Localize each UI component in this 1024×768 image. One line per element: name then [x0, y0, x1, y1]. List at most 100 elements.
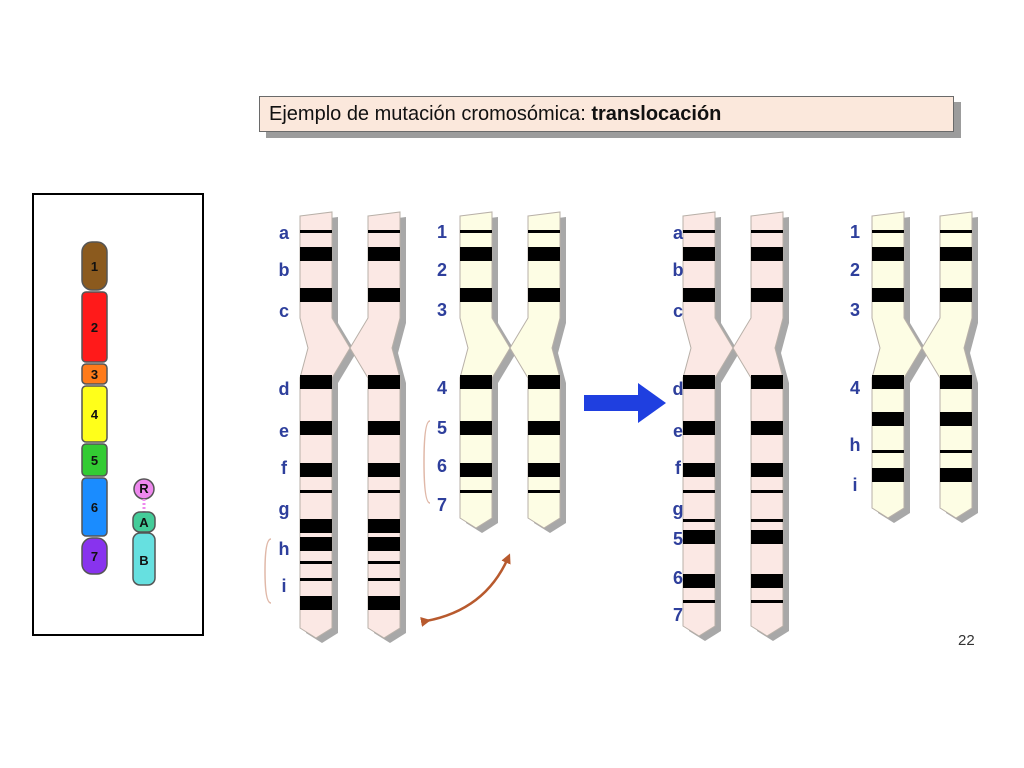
chromosome-band [368, 561, 400, 564]
legend-segment-6 [81, 477, 108, 537]
page-number: 22 [958, 632, 975, 649]
before-chr2-label-5: 5 [437, 418, 447, 438]
legend-segment-label-5: 5 [91, 453, 98, 468]
chromosome-band [300, 463, 332, 477]
chromosome-band [300, 375, 332, 389]
before-chr1-label-c: c [279, 301, 289, 321]
chromosome-band [368, 421, 400, 435]
legend-segment-label-2: 2 [91, 320, 98, 335]
chromosome-band [872, 247, 904, 261]
chromosome-band [683, 288, 715, 302]
chromosome-band [460, 421, 492, 435]
chromosome-band [872, 375, 904, 389]
chromosome-band [751, 519, 783, 522]
chromosome-band [872, 468, 904, 482]
legend-segment-label-7: 7 [91, 549, 98, 564]
legend-small-chromosome: RAB [132, 478, 156, 586]
chromosome-band [751, 574, 783, 588]
chromosome-band [368, 375, 400, 389]
chromosome-band [368, 230, 400, 233]
chromosome-band [940, 375, 972, 389]
chromosome-band [751, 288, 783, 302]
after-chr1-label-7: 7 [673, 605, 683, 625]
chromosome-numbers-after [871, 211, 978, 523]
chromosome-band [683, 530, 715, 544]
chromosome-band [940, 230, 972, 233]
chromosome-band [528, 490, 560, 493]
before-chr1-label-a: a [279, 223, 290, 243]
chromosome-band [872, 450, 904, 453]
after-chr1-label-6: 6 [673, 568, 683, 588]
chromosome-band [460, 463, 492, 477]
chromosome-band [872, 288, 904, 302]
chromosome-band [528, 288, 560, 302]
chromosome-band [368, 490, 400, 493]
chromosome-band [460, 375, 492, 389]
chromosome-band [751, 247, 783, 261]
chromosome-band [460, 490, 492, 493]
chromosome-band [751, 421, 783, 435]
legend-small-label-R: R [139, 481, 149, 496]
chromosome-band [683, 490, 715, 493]
chromosome-band [940, 412, 972, 426]
chromosome-band [751, 530, 783, 544]
chromosome-band [940, 247, 972, 261]
after-chr2-label-4: 4 [850, 378, 860, 398]
chromosome-band [368, 596, 400, 610]
chromosome-band [460, 288, 492, 302]
chromosome-band [683, 247, 715, 261]
before-chr2-label-1: 1 [437, 222, 447, 242]
chromosome-band [683, 463, 715, 477]
chromosome-band [368, 288, 400, 302]
chromosome-band [300, 561, 332, 564]
after-chr1-label-f: f [675, 458, 682, 478]
bracket-567-before [423, 420, 431, 504]
chromosome-band [368, 519, 400, 533]
chromosome-band [940, 468, 972, 482]
chromosome-band [300, 490, 332, 493]
after-chr1-label-a: a [673, 223, 684, 243]
chromosome-band [751, 600, 783, 603]
after-chr1-label-b: b [673, 260, 684, 280]
chromosome-letters-after [682, 211, 789, 641]
chromosome-band [683, 421, 715, 435]
chromosome-band [940, 450, 972, 453]
after-chr2-label-i: i [852, 475, 857, 495]
before-chr2-label-2: 2 [437, 260, 447, 280]
chromosome-band [528, 375, 560, 389]
result-arrow-icon [584, 383, 666, 423]
chromosome-band [368, 247, 400, 261]
legend-segment-7 [81, 537, 108, 575]
legend-segment-label-3: 3 [91, 367, 98, 382]
chromosome-band [872, 230, 904, 233]
legend-segment-3 [81, 363, 108, 385]
before-chr1-label-b: b [279, 260, 290, 280]
before-chr1-label-f: f [281, 458, 288, 478]
chromosome-band [300, 230, 332, 233]
title-prefix: Ejemplo de mutación cromosómica: [269, 103, 592, 125]
after-chr2-label-2: 2 [850, 260, 860, 280]
before-chr2-label-7: 7 [437, 495, 447, 515]
legend-segment-label-1: 1 [91, 259, 98, 274]
chromosome-band [528, 421, 560, 435]
chromosome-letters-before [299, 211, 406, 643]
before-chr1-label-g: g [279, 499, 290, 519]
legend-small-segment-A [132, 511, 156, 533]
chromosome-band [368, 578, 400, 581]
chromosome-band [751, 230, 783, 233]
chromosome-band [460, 247, 492, 261]
chromosome-band [300, 421, 332, 435]
before-chr1-label-i: i [281, 576, 286, 596]
chromosome-numbers-before [459, 211, 566, 533]
chromosome-band [368, 463, 400, 477]
before-chr2-label-4: 4 [437, 378, 447, 398]
legend-segment-1 [81, 241, 108, 291]
after-chr2-label-1: 1 [850, 222, 860, 242]
before-chr2-label-3: 3 [437, 300, 447, 320]
chromosome-band [940, 288, 972, 302]
before-chr1-label-e: e [279, 421, 289, 441]
chromosome-band [872, 412, 904, 426]
after-chr2-label-3: 3 [850, 300, 860, 320]
after-chr1-label-e: e [673, 421, 683, 441]
